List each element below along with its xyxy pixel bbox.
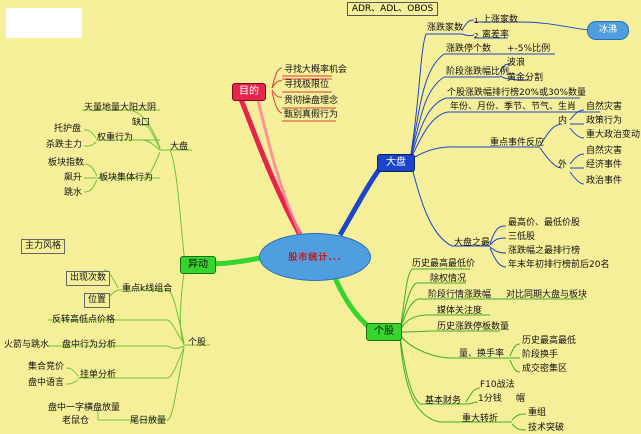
zhang-die-ting: 涨跌停个数: [446, 44, 492, 54]
ji-shu: 技术突破: [528, 423, 565, 433]
goal-item: 甄别真假行为: [284, 110, 339, 120]
bo-lang: 波浪: [507, 58, 526, 68]
zhangdie-count: 涨跌家数: [427, 23, 464, 33]
wai-item: 经济事件: [586, 160, 623, 170]
central-topic[interactable]: 股市统计...: [259, 233, 371, 281]
node-yidong[interactable]: 异动: [180, 256, 216, 274]
huo-jian: 火箭与跳水: [4, 340, 50, 350]
indicator-box: ADR、ADL、OBOS: [347, 2, 438, 16]
yidong-dapan: 大盘: [170, 142, 189, 152]
gegu-item: 量、换手率: [459, 349, 505, 359]
goal-item: 寻找大概率机会: [284, 65, 348, 75]
zui-item: 涨跌幅之最排行榜: [508, 246, 581, 256]
f10: F10战法: [480, 380, 515, 390]
gegu-item: 除权情况: [430, 274, 467, 284]
tiao-shui: 跳水: [64, 188, 83, 198]
tuo-hu-pan: 托护盘: [54, 124, 82, 134]
wai-label: 外: [558, 160, 568, 170]
nei-item: 重大政治变动: [586, 130, 641, 140]
ji-he: 集合竞价: [28, 362, 65, 372]
zhong-zu: 重组: [528, 408, 547, 418]
nei-label: 内: [558, 116, 568, 126]
wai-item: 政治事件: [586, 176, 623, 186]
liang-item: 阶段换手: [522, 350, 559, 360]
tian-liang: 天量地量大阳大阴: [84, 103, 157, 113]
lao-shu: 老鼠仓: [62, 416, 90, 426]
pan-zhong-fenxi: 盘中行为分析: [62, 340, 117, 350]
node-gegu[interactable]: 个股: [366, 323, 402, 341]
bankuai-zhishu: 板块指数: [48, 158, 85, 168]
shang-zhang-shu: 上涨家数: [482, 15, 519, 25]
dapan-zhizui: 大盘之最: [454, 238, 491, 248]
yidong-gegu: 个股: [188, 338, 207, 348]
yi-zi: 盘中一字横盘放量: [48, 403, 121, 413]
gegu-item: 历史涨跌停板数量: [437, 322, 510, 332]
pct-5: +-5%比例: [507, 44, 551, 54]
cloud-node[interactable]: 冰沸: [587, 21, 629, 40]
li-cha-lv: 离差率: [482, 30, 510, 40]
node-dapan[interactable]: 大盘: [377, 154, 415, 172]
chuxian-box: 出现次数: [66, 271, 111, 286]
gegu-item: 阶段行情涨跌幅: [428, 290, 492, 300]
num-1: 1: [474, 17, 479, 25]
jieduan-ratio: 阶段涨跌幅比例: [446, 67, 510, 77]
central-topic-label: 股市统计...: [288, 253, 342, 263]
fen-1: 1分钱: [478, 394, 502, 404]
que-kou: 缺口: [132, 118, 151, 128]
nei-item: 自然灾害: [586, 102, 623, 112]
zhuli-fengge-box: 主力风格: [21, 239, 66, 254]
nian-fen: 年份、月份、季节、节气、生肖: [450, 102, 577, 112]
quan-zhong: 权重行为: [97, 133, 134, 143]
gegu-item: 重大转折: [462, 414, 499, 424]
num-2: 2: [474, 32, 479, 40]
sha-die: 杀跌主力: [46, 140, 83, 150]
zui-item: 最高价、最低价股: [508, 218, 581, 228]
goal-item: 寻找极限位: [284, 80, 330, 90]
gua-dan: 挂单分析: [80, 370, 117, 380]
liang-item: 历史最高最低: [522, 336, 577, 346]
biao-sheng: 飙升: [64, 173, 83, 183]
nei-item: 政策行为: [586, 116, 623, 126]
zhong-dian: 重点事件反应: [490, 138, 545, 148]
panzhong-yuyan: 盘中语言: [28, 378, 65, 388]
gegu-compare: 对比同期大盘与板块: [506, 290, 588, 300]
fan-zhuan: 反转高低点价格: [52, 315, 116, 325]
zui-item: 年末年初排行榜前后20名: [508, 260, 610, 270]
liang-item: 成交密集区: [522, 364, 568, 374]
goal-item: 贯彻操盘理念: [284, 96, 339, 106]
mao: 帽: [516, 394, 526, 404]
gegu-rank: 个股涨跌幅排行榜20%或30%数量: [447, 88, 587, 98]
gegu-item: 基本财务: [425, 396, 462, 406]
wai-item: 自然灾害: [586, 146, 623, 156]
gegu-item: 历史最高最低价: [412, 259, 476, 269]
bankuai-jiti: 板块集体行为: [99, 173, 154, 183]
zhongdian-k: 重点k线组合: [122, 284, 173, 294]
node-goal[interactable]: 目的: [232, 83, 266, 101]
huang-jin: 黄金分割: [507, 73, 544, 83]
wei-ri: 尾日放量: [130, 416, 167, 426]
zui-item: 三低股: [508, 232, 536, 242]
weizhi-box: 位置: [84, 293, 111, 308]
gegu-item: 媒体关注度: [437, 306, 483, 316]
blank-patch: [6, 8, 82, 38]
